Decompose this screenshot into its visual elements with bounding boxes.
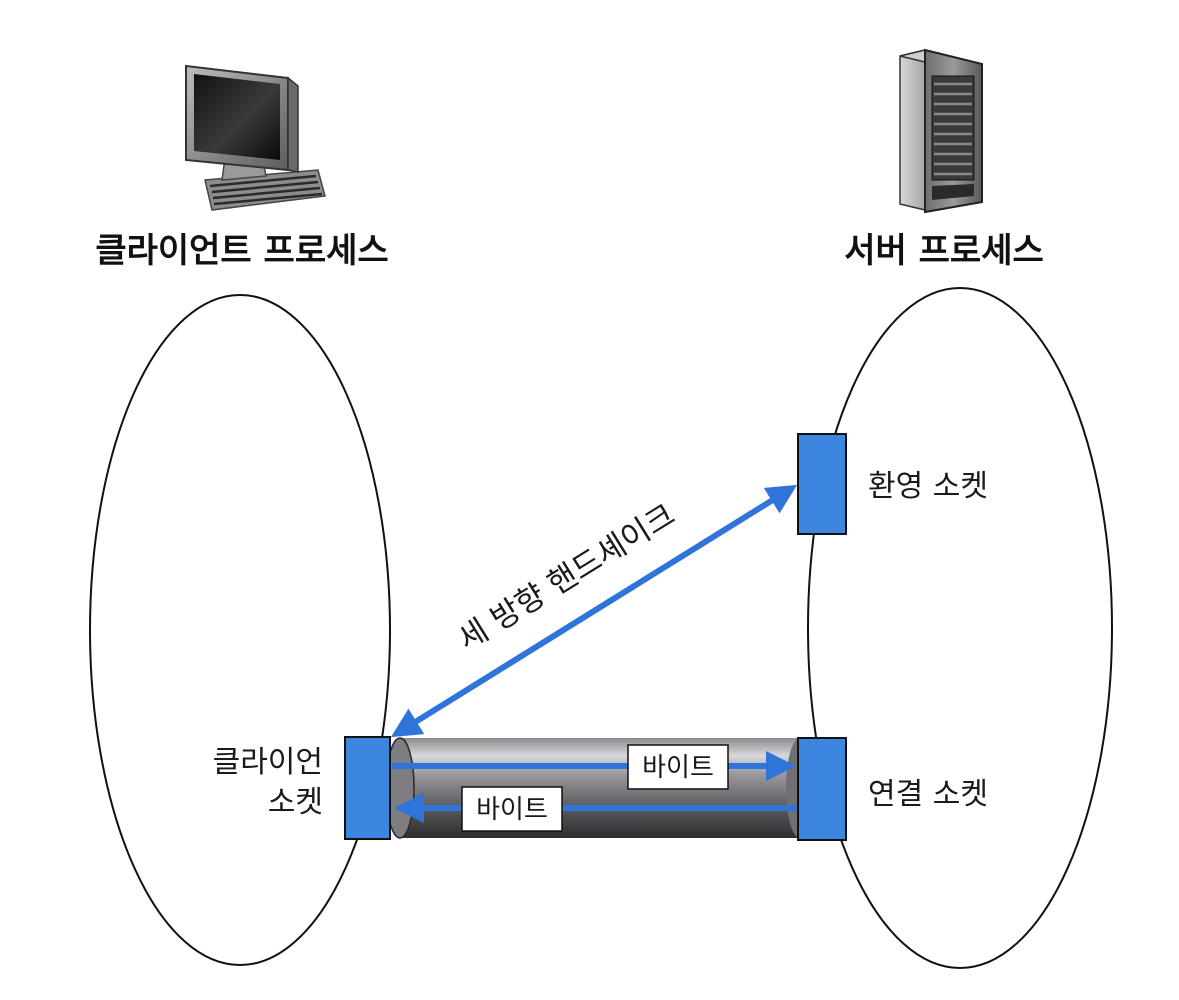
byte-label-box-to-server: 바이트 [627,744,729,790]
server-process-label: 서버 프로세스 [844,231,1044,271]
server-tower-icon [899,48,983,214]
connection-socket [797,737,847,841]
client-process-ellipse [89,294,391,966]
three-way-handshake-arrow [390,484,798,738]
client-socket [344,736,391,840]
client-process-label: 클라이언트 프로세스 [95,231,388,271]
byte-label-box-to-client: 바이트 [461,786,563,832]
byte-label-to-server: 바이트 [642,753,714,783]
byte-label-to-client: 바이트 [476,795,548,825]
welcome-socket [797,433,847,535]
client-socket-label-line2: 소켓 [268,785,323,820]
connection-socket-label: 연결 소켓 [868,777,988,812]
desktop-computer-icon [185,64,326,211]
tcp-connection-pipe [385,737,814,839]
welcome-socket-label: 환영 소켓 [868,469,988,504]
client-socket-label-line1: 클라이언 [213,745,323,780]
server-process-ellipse [807,287,1113,969]
